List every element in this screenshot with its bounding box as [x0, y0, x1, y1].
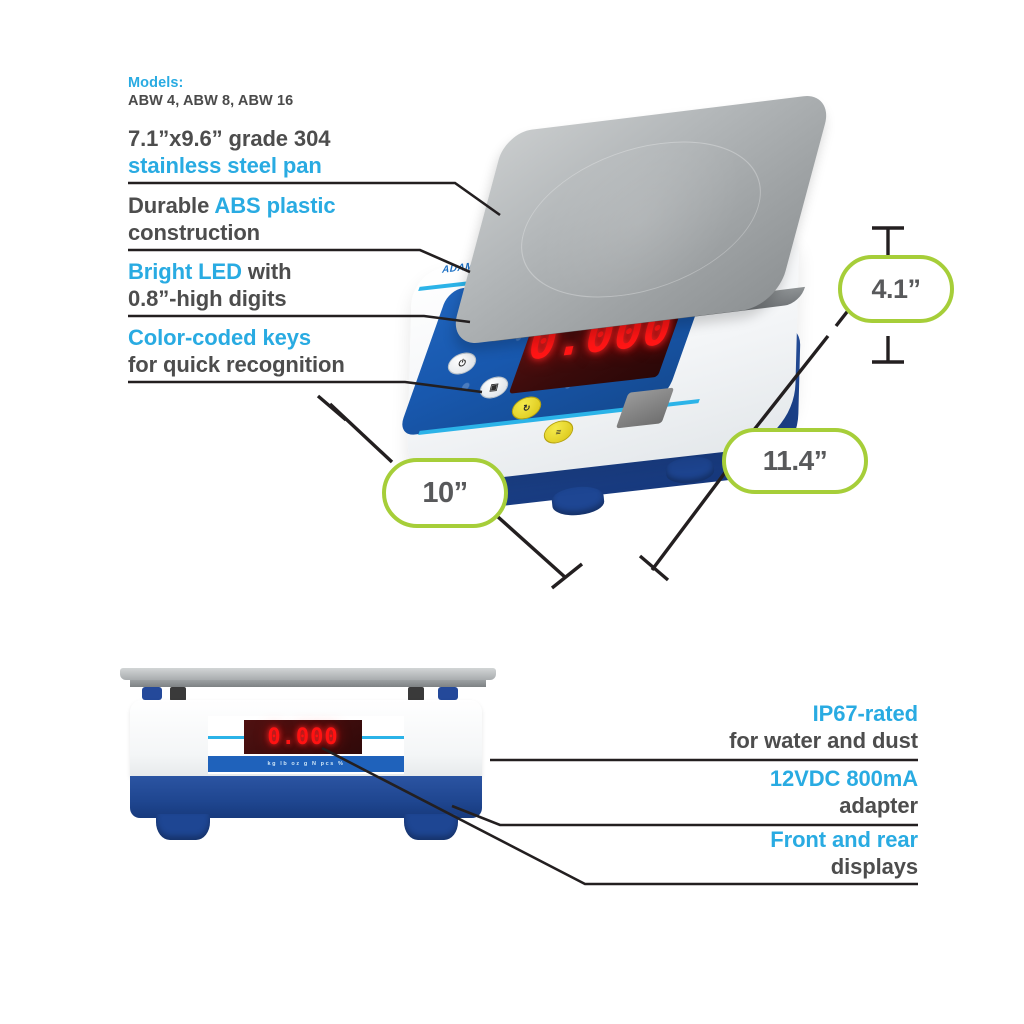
feature-led-line2: 0.8”-high digits	[128, 286, 287, 311]
pan-mount	[142, 687, 162, 700]
models-list: ABW 4, ABW 8, ABW 16	[128, 93, 294, 109]
cyan-accent-stripe	[208, 736, 248, 739]
dimension-badge-height: 4.1”	[838, 255, 954, 323]
models-block: Models: ABW 4, ABW 8, ABW 16	[128, 74, 428, 110]
models-heading: Models:	[128, 75, 184, 91]
feature-abs-line2: construction	[128, 220, 261, 245]
scale-foot	[550, 484, 606, 518]
scale-foot	[664, 454, 716, 486]
pan-post	[408, 687, 424, 701]
feature-ip67-line1: IP67-rated	[812, 701, 918, 726]
cyan-accent-stripe	[360, 736, 404, 739]
rear-led-digits: 0.000	[267, 724, 339, 750]
feature-abs-line1a: Durable	[128, 193, 215, 218]
feature-pan-line1: 7.1”x9.6” grade 304	[128, 126, 331, 151]
product-image-front-view: 0.000 kg lb oz g N pcs %	[108, 668, 508, 868]
scale-foot-front	[156, 814, 210, 840]
rear-display-face: 0.000 kg lb oz g N pcs %	[208, 716, 404, 774]
feature-adapter-line2: adapter	[839, 793, 918, 818]
dimension-badge-depth: 11.4”	[722, 428, 868, 494]
feature-ip67: IP67-rated for water and dust	[578, 700, 918, 754]
feature-abs: Durable ABS plastic construction	[128, 192, 468, 246]
pan-post	[170, 687, 186, 701]
feature-led-line1b: with	[241, 259, 292, 284]
feature-displays-line1: Front and rear	[770, 827, 918, 852]
scale-base-blue-front	[130, 776, 482, 818]
unit-label-text: kg lb oz g N pcs %	[267, 761, 345, 767]
feature-pan: 7.1”x9.6” grade 304 stainless steel pan	[128, 125, 468, 179]
rear-led-display: 0.000	[244, 720, 362, 754]
feature-ip67-line2: for water and dust	[729, 728, 918, 753]
feature-adapter-line1: 12VDC 800mA	[769, 766, 918, 791]
scale-foot-front	[404, 814, 458, 840]
feature-displays-line2: displays	[830, 854, 918, 879]
feature-led-line1a: Bright LED	[128, 259, 242, 284]
feature-keys-line2: for quick recognition	[128, 352, 345, 377]
unit-label-band: kg lb oz g N pcs %	[208, 756, 404, 772]
feature-pan-line2: stainless steel pan	[128, 153, 322, 178]
dimension-badge-width: 10”	[382, 458, 508, 528]
feature-led: Bright LED with 0.8”-high digits	[128, 258, 468, 312]
feature-keys: Color-coded keys for quick recognition	[128, 324, 468, 378]
feature-abs-line1b: ABS plastic	[214, 193, 336, 218]
pan-lip	[130, 680, 486, 687]
feature-adapter: 12VDC 800mA adapter	[578, 765, 918, 819]
feature-keys-line1: Color-coded keys	[128, 325, 312, 350]
pan-mount	[438, 687, 458, 700]
stainless-steel-pan-front	[120, 668, 496, 680]
feature-displays: Front and rear displays	[578, 826, 918, 880]
